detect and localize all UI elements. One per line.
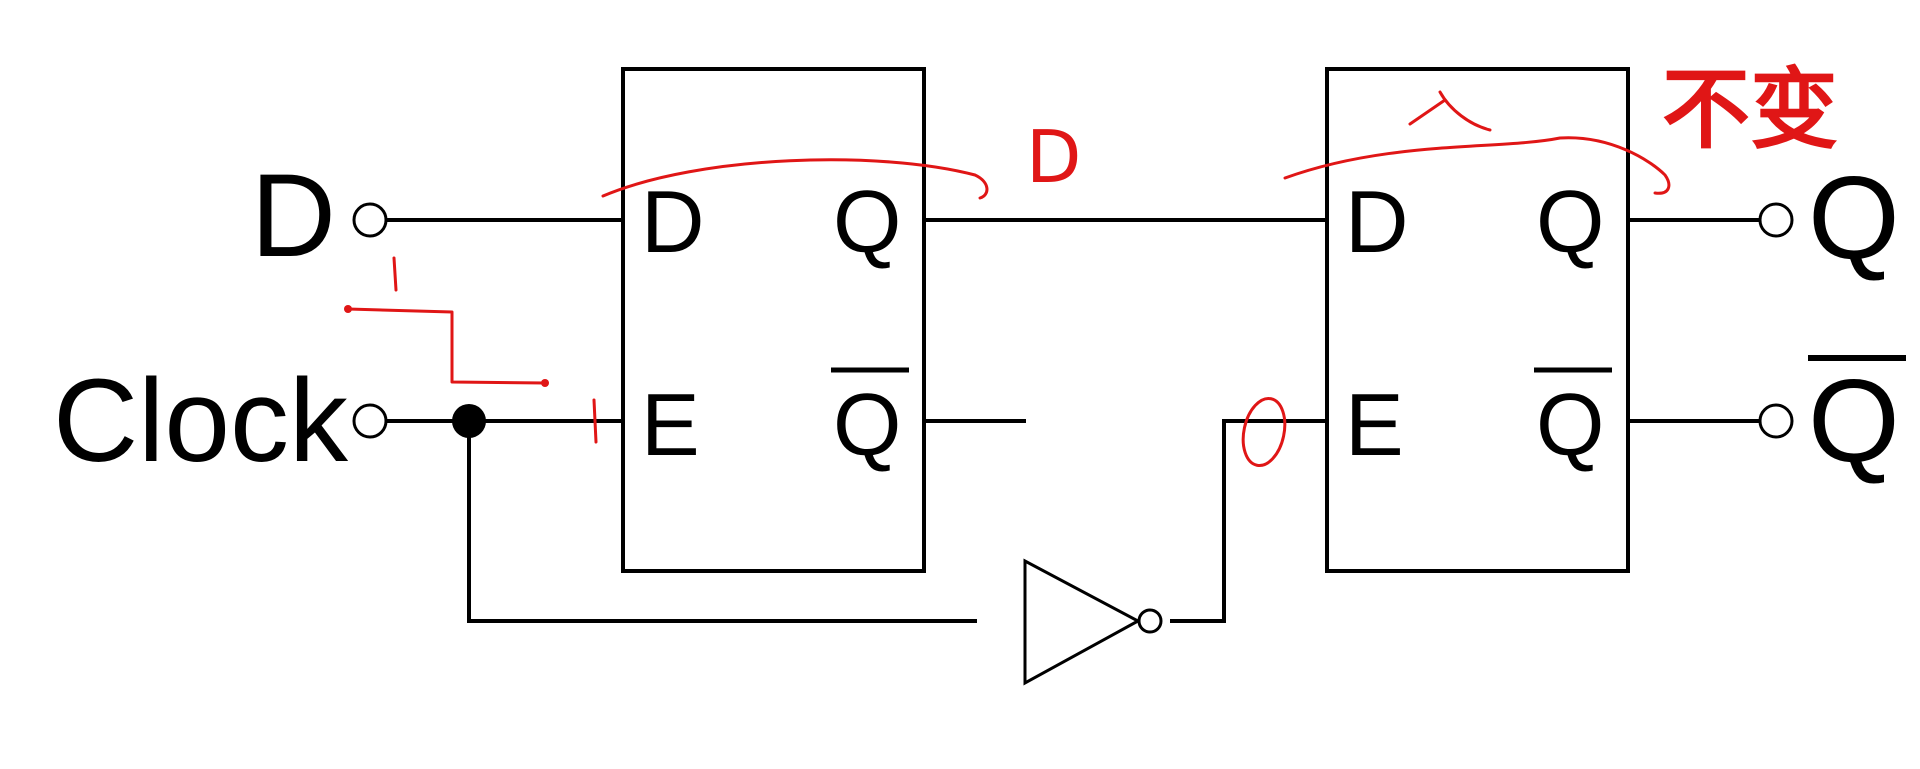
inverter-to-enable-wire bbox=[1170, 419, 1329, 623]
annotation-latch1-output-value: D bbox=[1026, 115, 1081, 199]
clock-junction-dot bbox=[452, 404, 486, 438]
latch2-e-pin-label: E bbox=[1345, 375, 1404, 474]
clock-to-inverter-wire bbox=[467, 419, 977, 623]
qbar-output-terminal bbox=[1758, 403, 1794, 439]
clock-input-terminal bbox=[352, 403, 388, 439]
latch1-qbar-pin-label: Q bbox=[833, 375, 901, 474]
qbar-output-label: Q bbox=[1808, 355, 1900, 487]
latch1-q-pin-label: Q bbox=[833, 172, 901, 271]
annotation-latch1-arrow bbox=[601, 158, 989, 200]
annotation-waveform-end-dot bbox=[541, 379, 549, 387]
clock-input-label: Clock bbox=[53, 355, 349, 487]
q-output-terminal bbox=[1758, 202, 1794, 238]
latch2-q-pin-label: Q bbox=[1536, 172, 1604, 271]
annotation-clock-waveform bbox=[346, 307, 547, 385]
latch1-e-pin-label: E bbox=[641, 375, 700, 474]
latch2-qbar-pin-label: Q bbox=[1536, 375, 1604, 474]
annotation-enable-high-tick bbox=[592, 398, 598, 444]
annotation-latch2-blocked-mark bbox=[1408, 90, 1492, 132]
annotation-latch2-enable-zero bbox=[1241, 396, 1287, 468]
d-input-label: D bbox=[251, 150, 336, 282]
red-annotations: D × 0 不变 bbox=[0, 0, 1840, 468]
d-input-terminal bbox=[352, 202, 388, 238]
latch-1-box bbox=[621, 67, 926, 573]
annotation-d-high-tick bbox=[392, 256, 398, 292]
inverter-gate bbox=[1023, 558, 1142, 686]
annotation-latch2-enable-value: 0 bbox=[0, 0, 1, 1]
annotation-latch2-input-value: × bbox=[0, 0, 1, 1]
annotation-latch2-arrow bbox=[1283, 136, 1671, 195]
q-output-label: Q bbox=[1808, 152, 1900, 284]
latch-2-box bbox=[1325, 67, 1630, 573]
latch2-d-pin-label: D bbox=[1345, 172, 1409, 271]
latch1-d-pin-label: D bbox=[641, 172, 705, 271]
annotation-waveform-start-dot bbox=[344, 305, 352, 313]
inverter-bubble bbox=[1137, 608, 1163, 634]
annotation-result-note: 不变 bbox=[1662, 57, 1838, 161]
